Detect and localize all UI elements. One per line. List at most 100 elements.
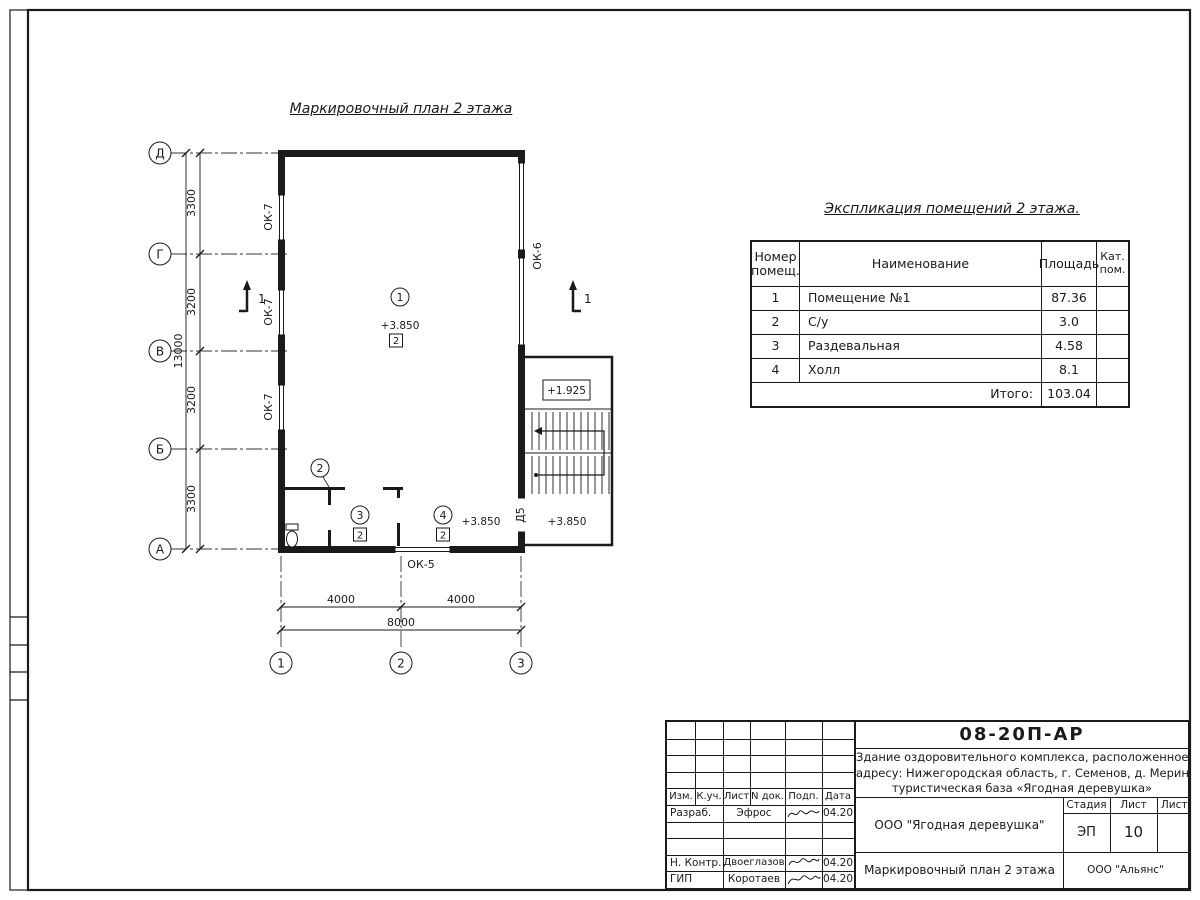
total-area: 103.04	[1042, 383, 1097, 406]
door-label: Д5	[514, 507, 527, 523]
elevation-mark: +3.850	[381, 320, 420, 332]
room-row-area: 3.0	[1042, 311, 1097, 335]
dim-left: 3300	[185, 189, 198, 217]
name-nkontr: Двоеглазов	[723, 857, 785, 868]
title-block: 08-20П-АР Здание оздоровительного компле…	[665, 720, 1190, 890]
window-label: ОК-7	[262, 298, 275, 325]
dim-left: 3200	[185, 386, 198, 414]
explication-table: Номер помещ. Наименование Площадь Кат. п…	[750, 240, 1130, 408]
axis-col-label: 1	[277, 657, 285, 671]
frame-side-boxes	[10, 616, 28, 701]
room-row-category	[1097, 335, 1128, 359]
dim-left: 3300	[185, 485, 198, 513]
room-row-number: 1	[752, 287, 800, 311]
room-number: 4	[440, 509, 447, 522]
col-header-category: Кат. пом.	[1097, 242, 1128, 287]
room-markers	[310, 287, 453, 542]
col-header-number: Номер помещ.	[751, 242, 800, 287]
project-description: Здание оздоровительного комплекса, распо…	[856, 750, 1188, 797]
room-row-category	[1097, 311, 1128, 335]
elevation-mark: +3.850	[548, 516, 587, 528]
toilet-icon	[285, 523, 299, 548]
section-number: 1	[258, 292, 266, 306]
project-line: туристическая база «Ягодная деревушка»	[891, 781, 1153, 795]
landing-elevation-box	[542, 379, 591, 401]
room-row-number: 2	[752, 311, 800, 335]
stair-direction-arrow	[536, 430, 605, 476]
room-row-category	[1097, 359, 1128, 383]
company-name: ООО "Ягодная деревушка"	[874, 818, 1045, 832]
signature-nkontr	[788, 858, 820, 866]
date-gip: 04.20	[822, 873, 854, 885]
room-row-area: 87.36	[1042, 287, 1097, 311]
section-marks	[239, 280, 581, 313]
stair-arrowhead	[534, 427, 542, 435]
window-label: ОК-5	[407, 558, 434, 571]
axis-col-label: 2	[397, 657, 405, 671]
axis-row-label: В	[156, 345, 164, 359]
room-row-area: 4.58	[1042, 335, 1097, 359]
explication-title: Экспликация помещений 2 этажа.	[824, 201, 1080, 217]
door-jambs	[518, 497, 525, 533]
room-row-name: С/у	[800, 311, 1042, 335]
col-header-name: Наименование	[800, 242, 1042, 287]
axis-row-label: Б	[156, 443, 164, 457]
axis-col-label: 3	[517, 657, 525, 671]
signature-gip	[787, 875, 821, 885]
axis-bubbles	[148, 141, 533, 675]
dim-left-total: 13000	[172, 334, 185, 369]
project-line: адресу: Нижегородская область, г. Семено…	[856, 765, 1190, 780]
col-ndok: N док.	[751, 791, 784, 802]
stair-annex	[525, 355, 614, 547]
stage-label: Стадия	[1066, 799, 1107, 811]
date-razrab: 04.20	[822, 807, 854, 819]
room-number: 1	[397, 291, 404, 304]
category-box	[353, 527, 367, 542]
name-gip: Коротаев	[727, 873, 781, 885]
signature-razrab	[787, 810, 820, 818]
room-row-category	[1097, 287, 1128, 311]
window-label: ОК-6	[531, 242, 544, 269]
room-row-name: Раздевальная	[800, 335, 1042, 359]
doc-number: 08-20П-АР	[959, 724, 1085, 745]
room-row-name: Помещение №1	[800, 287, 1042, 311]
exterior-walls	[278, 150, 525, 553]
window-label: ОК-7	[262, 393, 275, 420]
project-line: Здание оздоровительного комплекса, распо…	[856, 750, 1190, 764]
dim-bottom: 4000	[327, 593, 355, 606]
total-category	[1097, 383, 1128, 406]
col-list: Лист	[723, 791, 750, 802]
col-kuch: К.уч.	[696, 791, 722, 802]
role-nkontr: Н. Контр.	[670, 857, 722, 869]
axis-lines	[171, 152, 522, 650]
room-category: 2	[440, 531, 446, 542]
col-header-area: Площадь	[1039, 242, 1099, 287]
name-razrab: Эфрос	[736, 807, 772, 819]
sheet-value: 10	[1123, 823, 1144, 841]
room-number: 3	[357, 509, 364, 522]
role-gip: ГИП	[670, 873, 693, 885]
drawing-name: Маркировочный план 2 этажа	[864, 863, 1055, 877]
col-podp: Подп.	[788, 791, 819, 802]
room-row-number: 4	[752, 359, 800, 383]
axis-row-label: Д	[155, 147, 164, 161]
stage-value: ЭП	[1077, 825, 1096, 840]
axis-row-label: Г	[156, 248, 163, 262]
category-box	[436, 527, 450, 542]
window-glazing	[278, 162, 525, 553]
dim-left: 3200	[185, 288, 198, 316]
plan-title: Маркировочный план 2 этажа	[289, 101, 513, 117]
elevation-mark: +3.850	[462, 516, 501, 528]
role-razrab: Разраб.	[670, 807, 712, 819]
room-category: 2	[357, 531, 363, 542]
elevation-mark: +1.925	[547, 385, 586, 397]
category-box	[389, 333, 403, 348]
dimension-lines	[181, 148, 526, 635]
total-label: Итого:	[752, 383, 1042, 406]
room-row-name: Холл	[800, 359, 1042, 383]
wall-openings	[277, 163, 526, 554]
sheet-label: Лист	[1120, 799, 1147, 811]
section-number: 1	[584, 292, 592, 306]
